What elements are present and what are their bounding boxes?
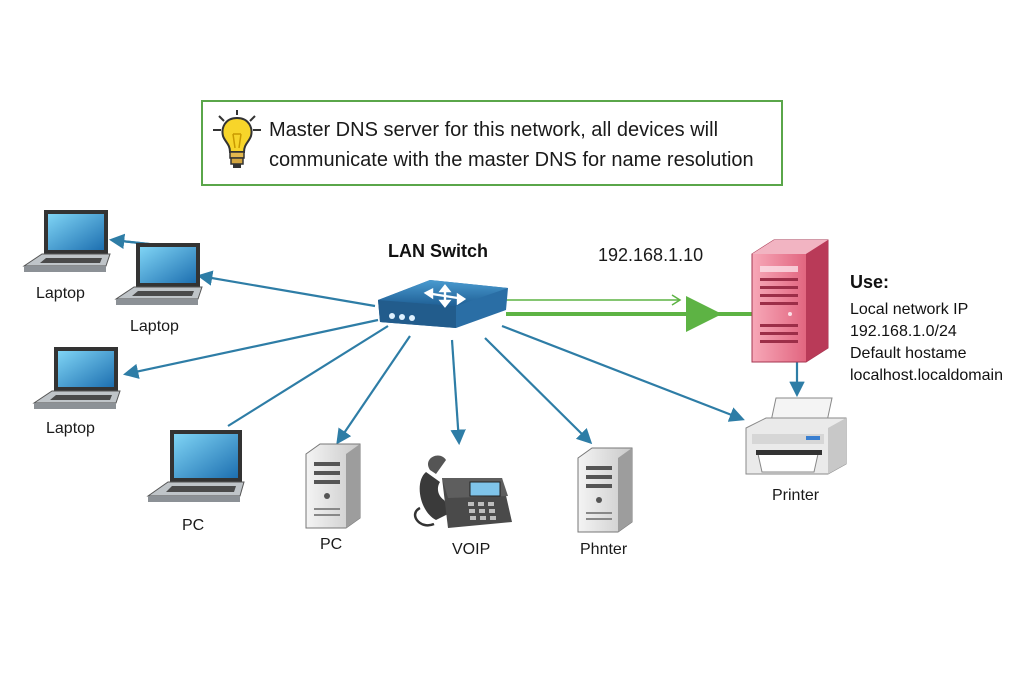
link-laptop-2 bbox=[196, 270, 376, 308]
link-voip bbox=[450, 339, 466, 446]
connection-links bbox=[111, 238, 805, 446]
server-ip: 192.168.1.10 bbox=[598, 245, 704, 265]
link-laptop-3 bbox=[122, 318, 379, 379]
callout-text: Master DNS server for this network, all … bbox=[269, 115, 779, 175]
voip-phone-icon bbox=[413, 455, 512, 528]
device-label-laptop-1: Laptop bbox=[36, 285, 85, 302]
callout-line-1: Master DNS server for this network, all … bbox=[269, 119, 719, 141]
use-line: Local network IP bbox=[850, 301, 969, 318]
lightbulb-icon bbox=[213, 110, 261, 168]
callout-line-2: communicate with the master DNS for name… bbox=[269, 149, 754, 171]
uplink-arrowhead bbox=[686, 296, 722, 332]
tower-pc-icon bbox=[305, 443, 361, 529]
tower-pc-icon bbox=[577, 447, 633, 533]
laptop-icon bbox=[22, 210, 111, 272]
dns-callout: Master DNS server for this network, all … bbox=[201, 100, 783, 186]
device-label-pc-tower: PC bbox=[320, 536, 343, 553]
device-label-tower-printer: Phnter bbox=[580, 541, 628, 558]
link-pc-tower bbox=[336, 335, 411, 445]
use-line: 192.168.1.0/24 bbox=[850, 323, 957, 340]
link-tower-printer bbox=[484, 337, 593, 445]
device-label-laptop-3: Laptop bbox=[46, 420, 95, 437]
device-label-voip: VOIP bbox=[452, 541, 491, 558]
laptop-icon bbox=[114, 243, 203, 305]
device-label-laptop-2: Laptop bbox=[130, 318, 179, 335]
network-switch-icon bbox=[378, 280, 508, 328]
use-line: Default hostame bbox=[850, 345, 967, 362]
switch-title: LAN Switch bbox=[388, 241, 489, 261]
uplink-to-server bbox=[506, 294, 755, 332]
dns-server-icon bbox=[751, 239, 829, 363]
device-label-printer: Printer bbox=[772, 487, 820, 504]
laptop-icon bbox=[146, 430, 245, 502]
printer-icon bbox=[745, 397, 847, 475]
use-line: localhost.localdomain bbox=[850, 367, 1003, 384]
link-pc-laptop bbox=[227, 325, 389, 427]
laptop-icon bbox=[32, 347, 121, 409]
server-use-info: Use: Local network IP 192.168.1.0/24 Def… bbox=[850, 272, 1003, 387]
use-title: Use: bbox=[850, 272, 890, 292]
link-printer bbox=[501, 324, 745, 422]
device-label-pc-laptop: PC bbox=[182, 517, 205, 534]
